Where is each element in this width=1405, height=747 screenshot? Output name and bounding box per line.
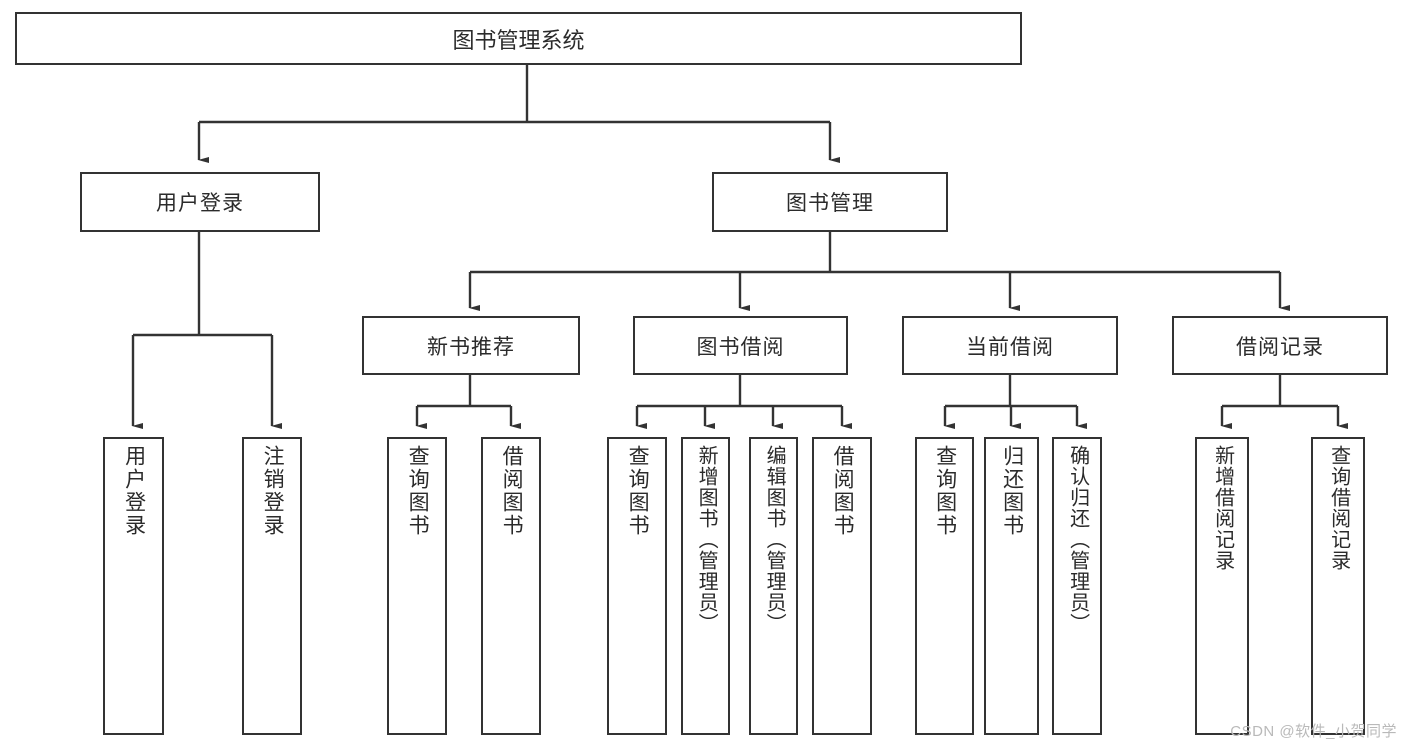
leaf-query-book-borrow-label: 查询图书 [626, 445, 650, 537]
leaf-borrow-book-recommend[interactable]: 借阅图书 [481, 437, 541, 735]
leaf-query-borrow-record[interactable]: 查询借阅记录 [1311, 437, 1365, 735]
leaf-add-borrow-record-label: 新增借阅记录 [1211, 445, 1234, 571]
node-current-borrow[interactable]: 当前借阅 [902, 316, 1118, 375]
node-user-login-label: 用户登录 [156, 192, 244, 215]
root-node-library-management-system[interactable]: 图书管理系统 [15, 12, 1022, 65]
node-new-book-recommend[interactable]: 新书推荐 [362, 316, 580, 375]
leaf-query-book-recommend[interactable]: 查询图书 [387, 437, 447, 735]
node-book-borrow-label: 图书借阅 [696, 335, 785, 359]
node-book-borrow[interactable]: 图书借阅 [633, 316, 848, 375]
node-borrow-record-label: 借阅记录 [1236, 335, 1324, 359]
node-book-management[interactable]: 图书管理 [712, 172, 948, 232]
node-book-management-label: 图书管理 [786, 192, 874, 215]
leaf-add-book-admin[interactable]: 新增图书（管理员） [681, 437, 730, 735]
leaf-borrow-book-label: 借阅图书 [831, 445, 855, 537]
leaf-add-borrow-record[interactable]: 新增借阅记录 [1195, 437, 1249, 735]
leaf-return-book-label: 归还图书 [1000, 445, 1024, 537]
leaf-logout-label: 注销登录 [261, 445, 285, 537]
leaf-edit-book-admin-label: 编辑图书（管理员） [763, 445, 786, 634]
node-borrow-record[interactable]: 借阅记录 [1172, 316, 1388, 375]
leaf-query-book-recommend-label: 查询图书 [406, 445, 430, 537]
node-user-login[interactable]: 用户登录 [80, 172, 320, 232]
leaf-borrow-book-recommend-label: 借阅图书 [500, 445, 524, 537]
leaf-query-book-current-label: 查询图书 [933, 445, 957, 537]
leaf-return-book[interactable]: 归还图书 [984, 437, 1039, 735]
leaf-confirm-return-admin[interactable]: 确认归还（管理员） [1052, 437, 1102, 735]
leaf-edit-book-admin[interactable]: 编辑图书（管理员） [749, 437, 798, 735]
leaf-query-book-current[interactable]: 查询图书 [915, 437, 974, 735]
leaf-user-login-label: 用户登录 [122, 445, 146, 537]
node-current-borrow-label: 当前借阅 [966, 335, 1054, 359]
leaf-query-borrow-record-label: 查询借阅记录 [1327, 445, 1350, 571]
root-node-label: 图书管理系统 [452, 27, 585, 53]
leaf-user-login[interactable]: 用户登录 [103, 437, 164, 735]
leaf-add-book-admin-label: 新增图书（管理员） [695, 445, 718, 634]
node-new-book-recommend-label: 新书推荐 [427, 335, 515, 359]
csdn-watermark: CSDN @软件_小贺同学 [1230, 723, 1397, 740]
leaf-borrow-book[interactable]: 借阅图书 [812, 437, 872, 735]
leaf-confirm-return-admin-label: 确认归还（管理员） [1066, 445, 1089, 634]
leaf-logout[interactable]: 注销登录 [242, 437, 302, 735]
leaf-query-book-borrow[interactable]: 查询图书 [607, 437, 667, 735]
